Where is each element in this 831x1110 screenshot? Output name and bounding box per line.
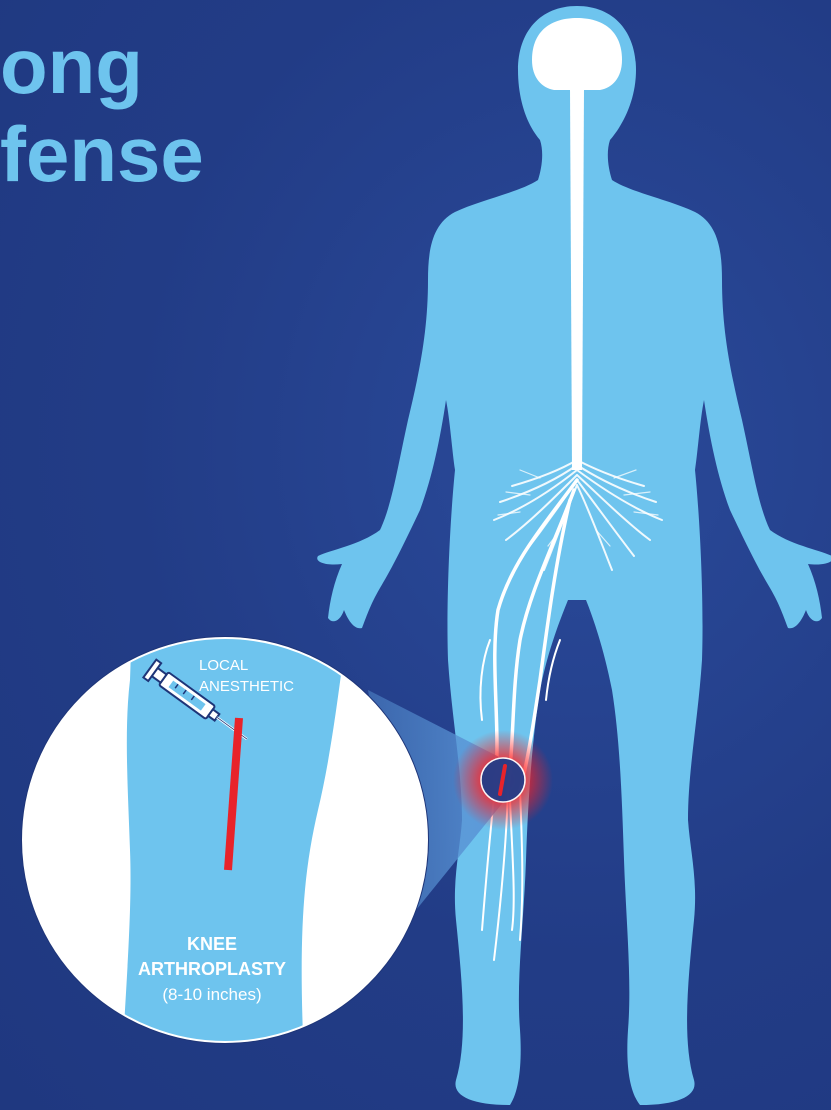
procedure-label-line-2: ARTHROPLASTY — [138, 959, 286, 979]
brain-shape — [532, 18, 622, 90]
spinal-cord — [570, 88, 584, 470]
syringe-label-line-2: ANESTHETIC — [199, 678, 294, 695]
magnified-knee-callout: LOCAL ANESTHETIC KNEE ARTHROPLASTY (8-10… — [18, 620, 438, 1060]
syringe-label-line-1: LOCAL — [199, 657, 248, 674]
incision-length-label: (8-10 inches) — [162, 985, 261, 1004]
procedure-label-line-1: KNEE — [187, 934, 237, 954]
